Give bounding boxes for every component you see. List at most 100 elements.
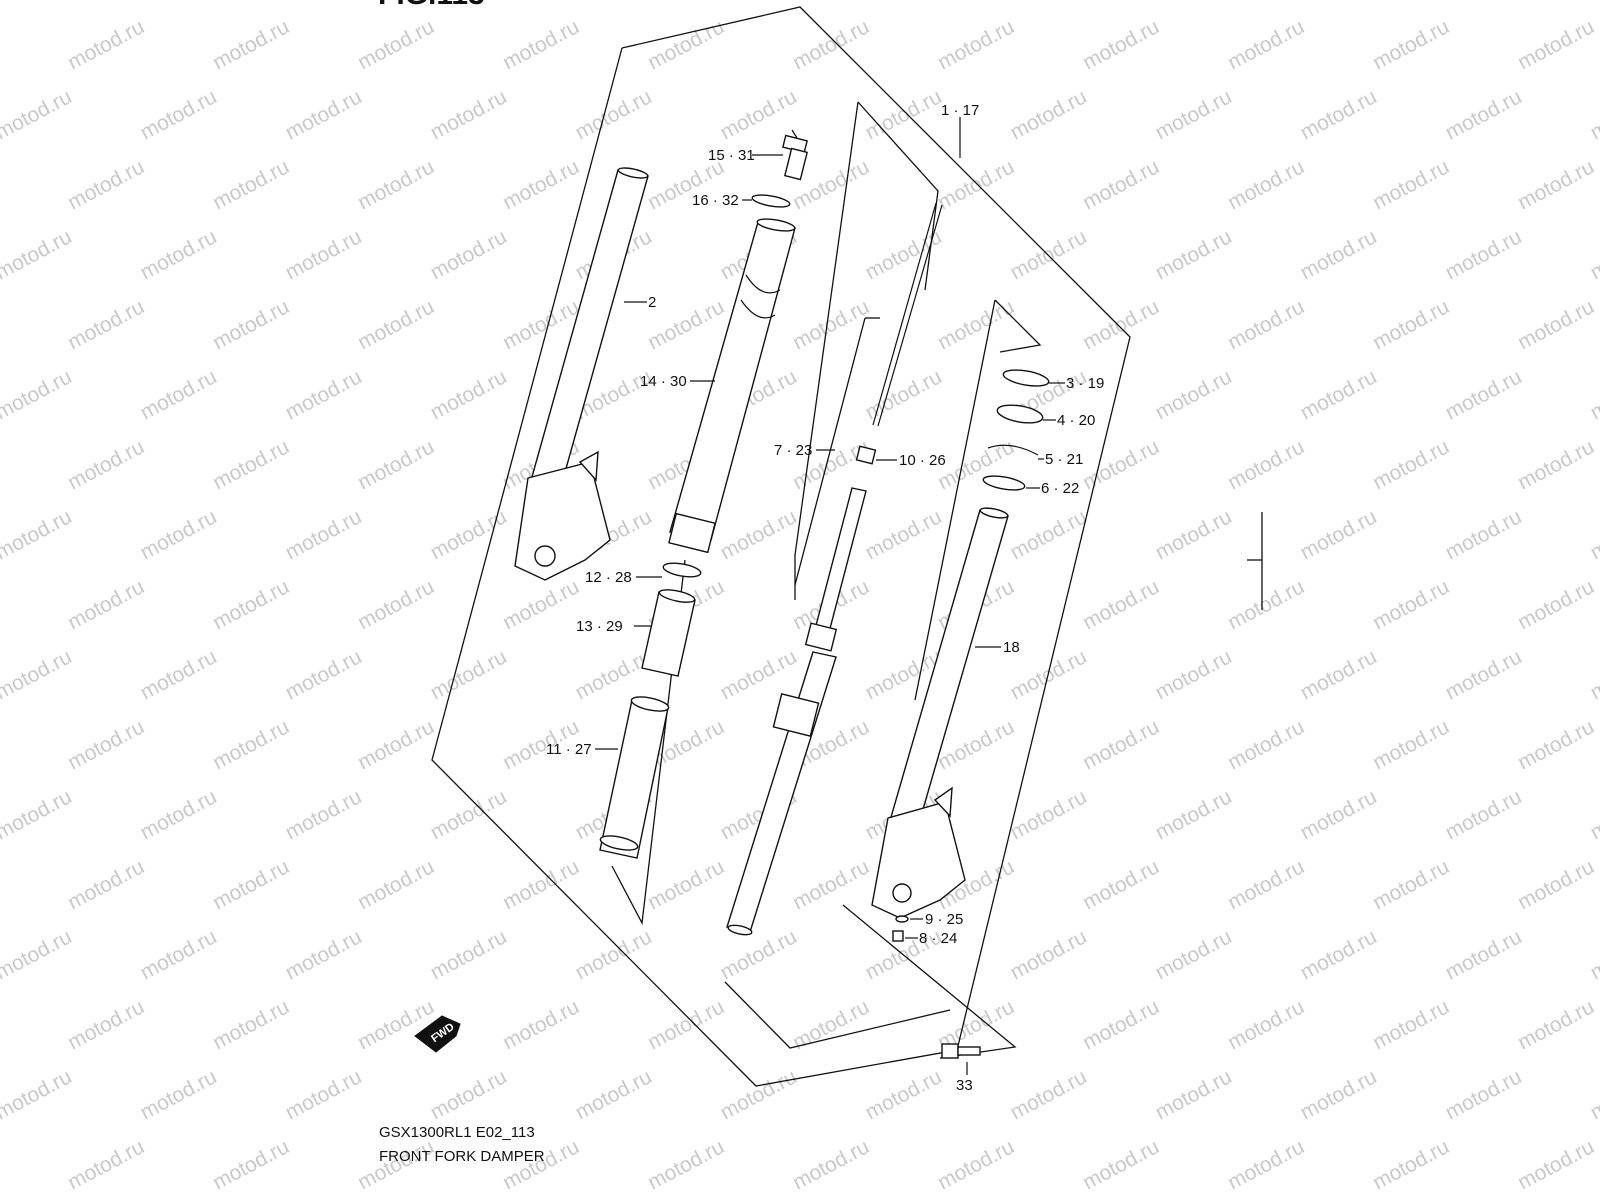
watermark-text: motod.ru [1152, 925, 1236, 984]
watermark-text: motod.ru [0, 995, 3, 1054]
tube-frame-left [611, 559, 686, 926]
watermark-text: motod.ru [789, 295, 873, 354]
watermark-text: motod.ru [282, 225, 366, 284]
watermark-text: motod.ru [1369, 15, 1453, 74]
watermark-text: motod.ru [1079, 155, 1163, 214]
watermark-text: motod.ru [1007, 1065, 1091, 1124]
watermark-text: motod.ru [64, 1135, 148, 1194]
watermark-text: motod.ru [572, 1065, 656, 1124]
watermark-text: motod.ru [209, 155, 293, 214]
part-9-washer [895, 915, 909, 923]
watermark-text: motod.ru [1224, 155, 1308, 214]
watermark-text: motod.ru [1297, 645, 1381, 704]
part-2-inner-tube-left [514, 167, 649, 581]
watermark-text: motod.ru [64, 155, 148, 214]
watermark-text: motod.ru [1007, 505, 1091, 564]
watermark-text: motod.ru [862, 85, 946, 144]
watermark-text: motod.ru [1587, 925, 1600, 984]
watermark-text: motod.ru [1442, 1065, 1526, 1124]
part-33-axle-bolt [941, 1043, 981, 1059]
watermark-text: motod.ru [209, 995, 293, 1054]
watermark-text: motod.ru [1514, 715, 1598, 774]
watermark-text: motod.ru [1152, 225, 1236, 284]
watermark-text: motod.ru [789, 15, 873, 74]
watermark-text: motod.ru [354, 995, 438, 1054]
watermark-text: motod.ru [137, 365, 221, 424]
watermark-text: motod.ru [934, 295, 1018, 354]
callout-6-22: 6 · 22 [1041, 480, 1079, 497]
model-code-caption: GSX1300RL1 E02_113 [379, 1124, 535, 1141]
watermark-text: motod.ru [1369, 575, 1453, 634]
watermark-text: motod.ru [1079, 435, 1163, 494]
callout-14-30: 14 · 30 [640, 373, 687, 390]
watermark-text: motod.ru [1514, 435, 1598, 494]
watermark-text: motod.ru [64, 715, 148, 774]
watermark-text: motod.ru [1152, 85, 1236, 144]
watermark-text: motod.ru [717, 925, 801, 984]
watermark-text: motod.ru [572, 645, 656, 704]
watermark-text: motod.ru [1152, 645, 1236, 704]
watermark-text: motod.ru [209, 1135, 293, 1194]
watermark-text: motod.ru [717, 0, 801, 4]
watermark-text: motod.ru [644, 855, 728, 914]
callout-labels: 1 · 17 15 · 31 16 · 32 2 14 · 30 7 · 23 … [546, 102, 1104, 1094]
watermark-text: motod.ru [354, 15, 438, 74]
watermark-text: motod.ru [354, 715, 438, 774]
watermark-text: motod.ru [1587, 85, 1600, 144]
watermark-text: motod.ru [209, 435, 293, 494]
watermark-text: motod.ru [427, 85, 511, 144]
watermark-text: motod.ru [1514, 295, 1598, 354]
part-damper-rod-upper-b [877, 204, 943, 427]
watermark-text: motod.ru [64, 295, 148, 354]
watermark-text: motod.ru [282, 645, 366, 704]
watermark-text: motod.ru [644, 1135, 728, 1194]
watermark-text: motod.ru [0, 785, 76, 844]
watermark-text: motod.ru [0, 225, 76, 284]
watermark-text: motod.ru [1079, 1135, 1163, 1194]
watermark-text: motod.ru [1297, 925, 1381, 984]
watermark-text: motod.ru [1224, 575, 1308, 634]
watermark-text: motod.ru [862, 0, 946, 4]
callout-9-25: 9 · 25 [925, 911, 963, 928]
watermark-text: motod.ru [354, 575, 438, 634]
watermark-text: motod.ru [282, 365, 366, 424]
watermark-text: motod.ru [934, 155, 1018, 214]
callout-3-19: 3 · 19 [1066, 375, 1104, 392]
watermark-text: motod.ru [282, 0, 366, 4]
watermark-text: motod.ru [1079, 295, 1163, 354]
watermark-text: motod.ru [137, 925, 221, 984]
watermark-text: motod.ru [137, 85, 221, 144]
watermark-text: motod.ru [282, 1065, 366, 1124]
part-damper-rod-upper [872, 202, 937, 426]
watermark-text: motod.ru [1514, 15, 1598, 74]
watermark-text: motod.ru [1514, 855, 1598, 914]
watermark-text: motod.ru [1152, 505, 1236, 564]
watermark-text: motod.ru [1587, 1065, 1600, 1124]
watermark-text: motod.ru [0, 1065, 76, 1124]
part-16-o-ring [751, 194, 791, 208]
watermark-text: motod.ru [1442, 925, 1526, 984]
watermark-text: motod.ru [0, 0, 76, 4]
watermark-text: motod.ru [1587, 785, 1600, 844]
watermark-text: motod.ru [1587, 0, 1600, 4]
callout-5-21: 5 · 21 [1045, 451, 1083, 468]
watermark-text: motod.ru [717, 1065, 801, 1124]
watermark-text: motod.ru [862, 505, 946, 564]
watermark-text: motod.ru [1442, 225, 1526, 284]
part-15-cap-bolt [782, 129, 808, 181]
part-18-inner-tube-right [871, 507, 1009, 919]
watermark-text: motod.ru [1224, 995, 1308, 1054]
callout-1-17: 1 · 17 [941, 102, 979, 119]
watermark-text: motod.ru [572, 85, 656, 144]
watermark-text: motod.ru [1224, 15, 1308, 74]
callout-12-28: 12 · 28 [585, 569, 632, 586]
watermark-text: motod.ru [64, 435, 148, 494]
callout-8-24: 8 · 24 [919, 930, 957, 947]
watermark-text: motod.ru [282, 925, 366, 984]
watermark-text: motod.ru [427, 1065, 511, 1124]
watermark-text: motod.ru [1224, 715, 1308, 774]
watermark-text: motod.ru [137, 645, 221, 704]
part-13-collar [641, 589, 696, 677]
